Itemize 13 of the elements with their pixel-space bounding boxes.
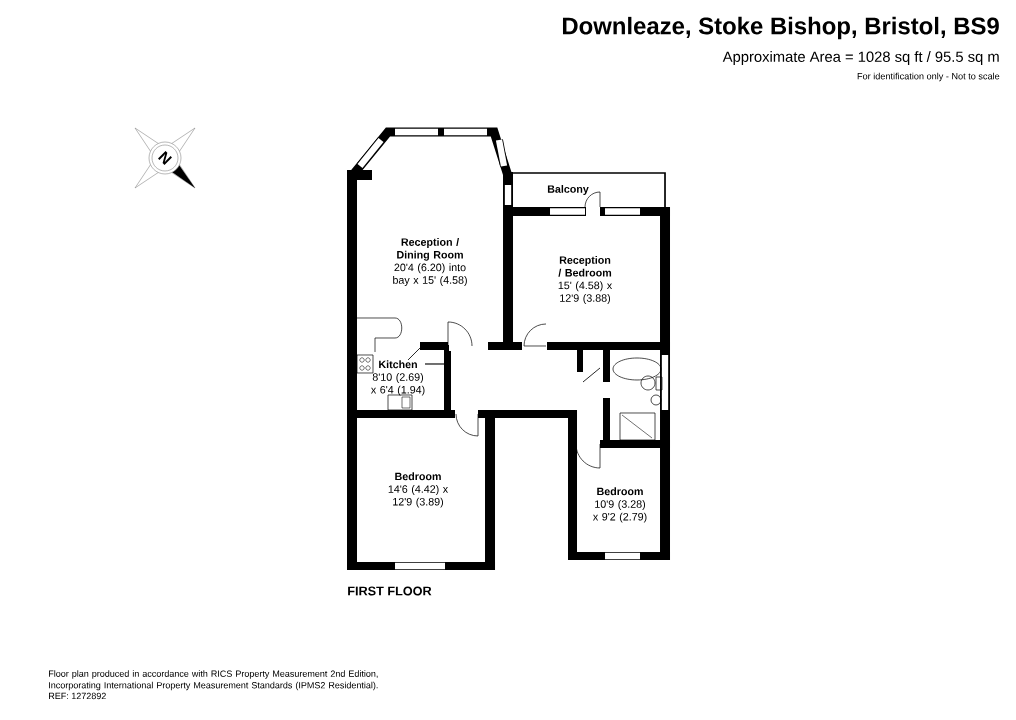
room-label: Bedroom 14'6 (4.42) x 12'9 (3.89) bbox=[388, 472, 448, 508]
disclaimer-text: For identification only - Not to scale bbox=[857, 72, 1000, 82]
room-label: Kitchen 8'10 (2.69) x 6'4 (1.94) bbox=[370, 360, 425, 396]
room-label: Bedroom 10'9 (3.28) x 9'2 (2.79) bbox=[592, 487, 647, 523]
footer-note: Floor plan produced in accordance with RICS Property Measurement 2nd Edition, Incorporating International Property Measurement Standards (IPMS2 Residential). bbox=[49, 670, 378, 691]
room-label: Reception / Dining Room 20'4 (6.20) into bay x 15' (4.58) bbox=[393, 238, 467, 286]
title: Downleaze, Stoke Bishop, Bristol, BS9 bbox=[563, 16, 999, 40]
area-text: Approximate Area = 1028 sq ft / 95.5 sq m bbox=[722, 51, 999, 65]
room-label: Balcony bbox=[547, 185, 589, 195]
compass-letter: N bbox=[158, 151, 172, 165]
room-label: Reception / Bedroom 15' (4.58) x 12'9 (3.88) bbox=[558, 256, 613, 304]
floor-label: FIRST FLOOR bbox=[348, 586, 432, 596]
reference-number: REF: 1272892 bbox=[49, 692, 106, 700]
